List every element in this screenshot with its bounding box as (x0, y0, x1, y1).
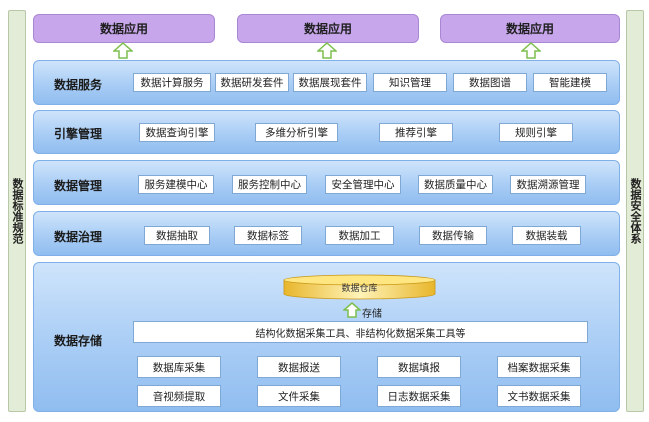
service-item: 数据图谱 (453, 73, 527, 92)
service-item: 数据展现套件 (293, 73, 367, 92)
up-arrow-icon (521, 42, 541, 59)
up-arrow-icon (317, 42, 337, 59)
data-warehouse-label: 数据仓库 (341, 284, 378, 294)
data-warehouse-cylinder-icon (283, 274, 436, 300)
storage-collect-item: 文书数据采集 (497, 385, 581, 407)
left-standards-bar: 数据标准规范 (8, 10, 26, 412)
layer-title: 数据治理 (54, 230, 103, 244)
engine-item: 规则引擎 (499, 123, 573, 142)
storage-collect-item: 档案数据采集 (497, 356, 581, 378)
engine-item: 推荐引擎 (379, 123, 453, 142)
store-label: 存储 (362, 309, 382, 320)
application-label: 数据应用 (99, 22, 148, 36)
management-item: 数据溯源管理 (510, 175, 586, 194)
storage-collect-item: 音视频提取 (137, 385, 221, 407)
service-item: 数据计算服务 (133, 73, 211, 92)
service-item: 数据研发套件 (215, 73, 289, 92)
layer-data-management: 数据管理 服务建模中心 服务控制中心 安全管理中心 数据质量中心 数据溯源管理 (33, 160, 620, 205)
service-item: 知识管理 (373, 73, 447, 92)
management-item: 服务控制中心 (232, 175, 307, 194)
management-item: 服务建模中心 (138, 175, 214, 194)
layer-engine-management: 引擎管理 数据查询引擎 多维分析引擎 推荐引擎 规则引擎 (33, 110, 620, 154)
storage-collect-item: 日志数据采集 (377, 385, 461, 407)
engine-item: 多维分析引擎 (255, 123, 338, 142)
management-item: 安全管理中心 (325, 175, 401, 194)
governance-item: 数据传输 (419, 226, 487, 245)
application-label: 数据应用 (505, 22, 554, 36)
governance-item: 数据标签 (234, 226, 302, 245)
application-box-3: 数据应用 (440, 14, 620, 43)
application-label: 数据应用 (303, 22, 352, 36)
right-security-label: 数据安全体系 (629, 178, 642, 244)
management-item: 数据质量中心 (418, 175, 493, 194)
engine-item: 数据查询引擎 (139, 123, 215, 142)
layer-data-governance: 数据治理 数据抽取 数据标签 数据加工 数据传输 数据装载 (33, 211, 620, 256)
up-arrow-icon (343, 302, 361, 318)
service-item: 智能建模 (533, 73, 607, 92)
collection-tools-box: 结构化数据采集工具、非结构化数据采集工具等 (133, 321, 588, 343)
storage-collect-item: 数据报送 (257, 356, 341, 378)
left-standards-label: 数据标准规范 (11, 178, 24, 244)
layer-title: 数据服务 (54, 78, 103, 92)
governance-item: 数据加工 (325, 226, 394, 245)
layer-title: 数据管理 (54, 179, 103, 193)
up-arrow-icon (113, 42, 133, 59)
storage-collect-item: 数据填报 (377, 356, 461, 378)
right-security-bar: 数据安全体系 (626, 10, 644, 412)
governance-item: 数据装载 (512, 226, 581, 245)
governance-item: 数据抽取 (144, 226, 210, 245)
storage-collect-item: 数据库采集 (137, 356, 221, 378)
application-box-1: 数据应用 (33, 14, 215, 43)
layer-title: 数据存储 (54, 334, 103, 348)
layer-title: 引擎管理 (54, 127, 103, 141)
application-box-2: 数据应用 (237, 14, 419, 43)
storage-collect-item: 文件采集 (257, 385, 341, 407)
layer-data-service: 数据服务 数据计算服务 数据研发套件 数据展现套件 知识管理 数据图谱 智能建模 (33, 60, 620, 105)
